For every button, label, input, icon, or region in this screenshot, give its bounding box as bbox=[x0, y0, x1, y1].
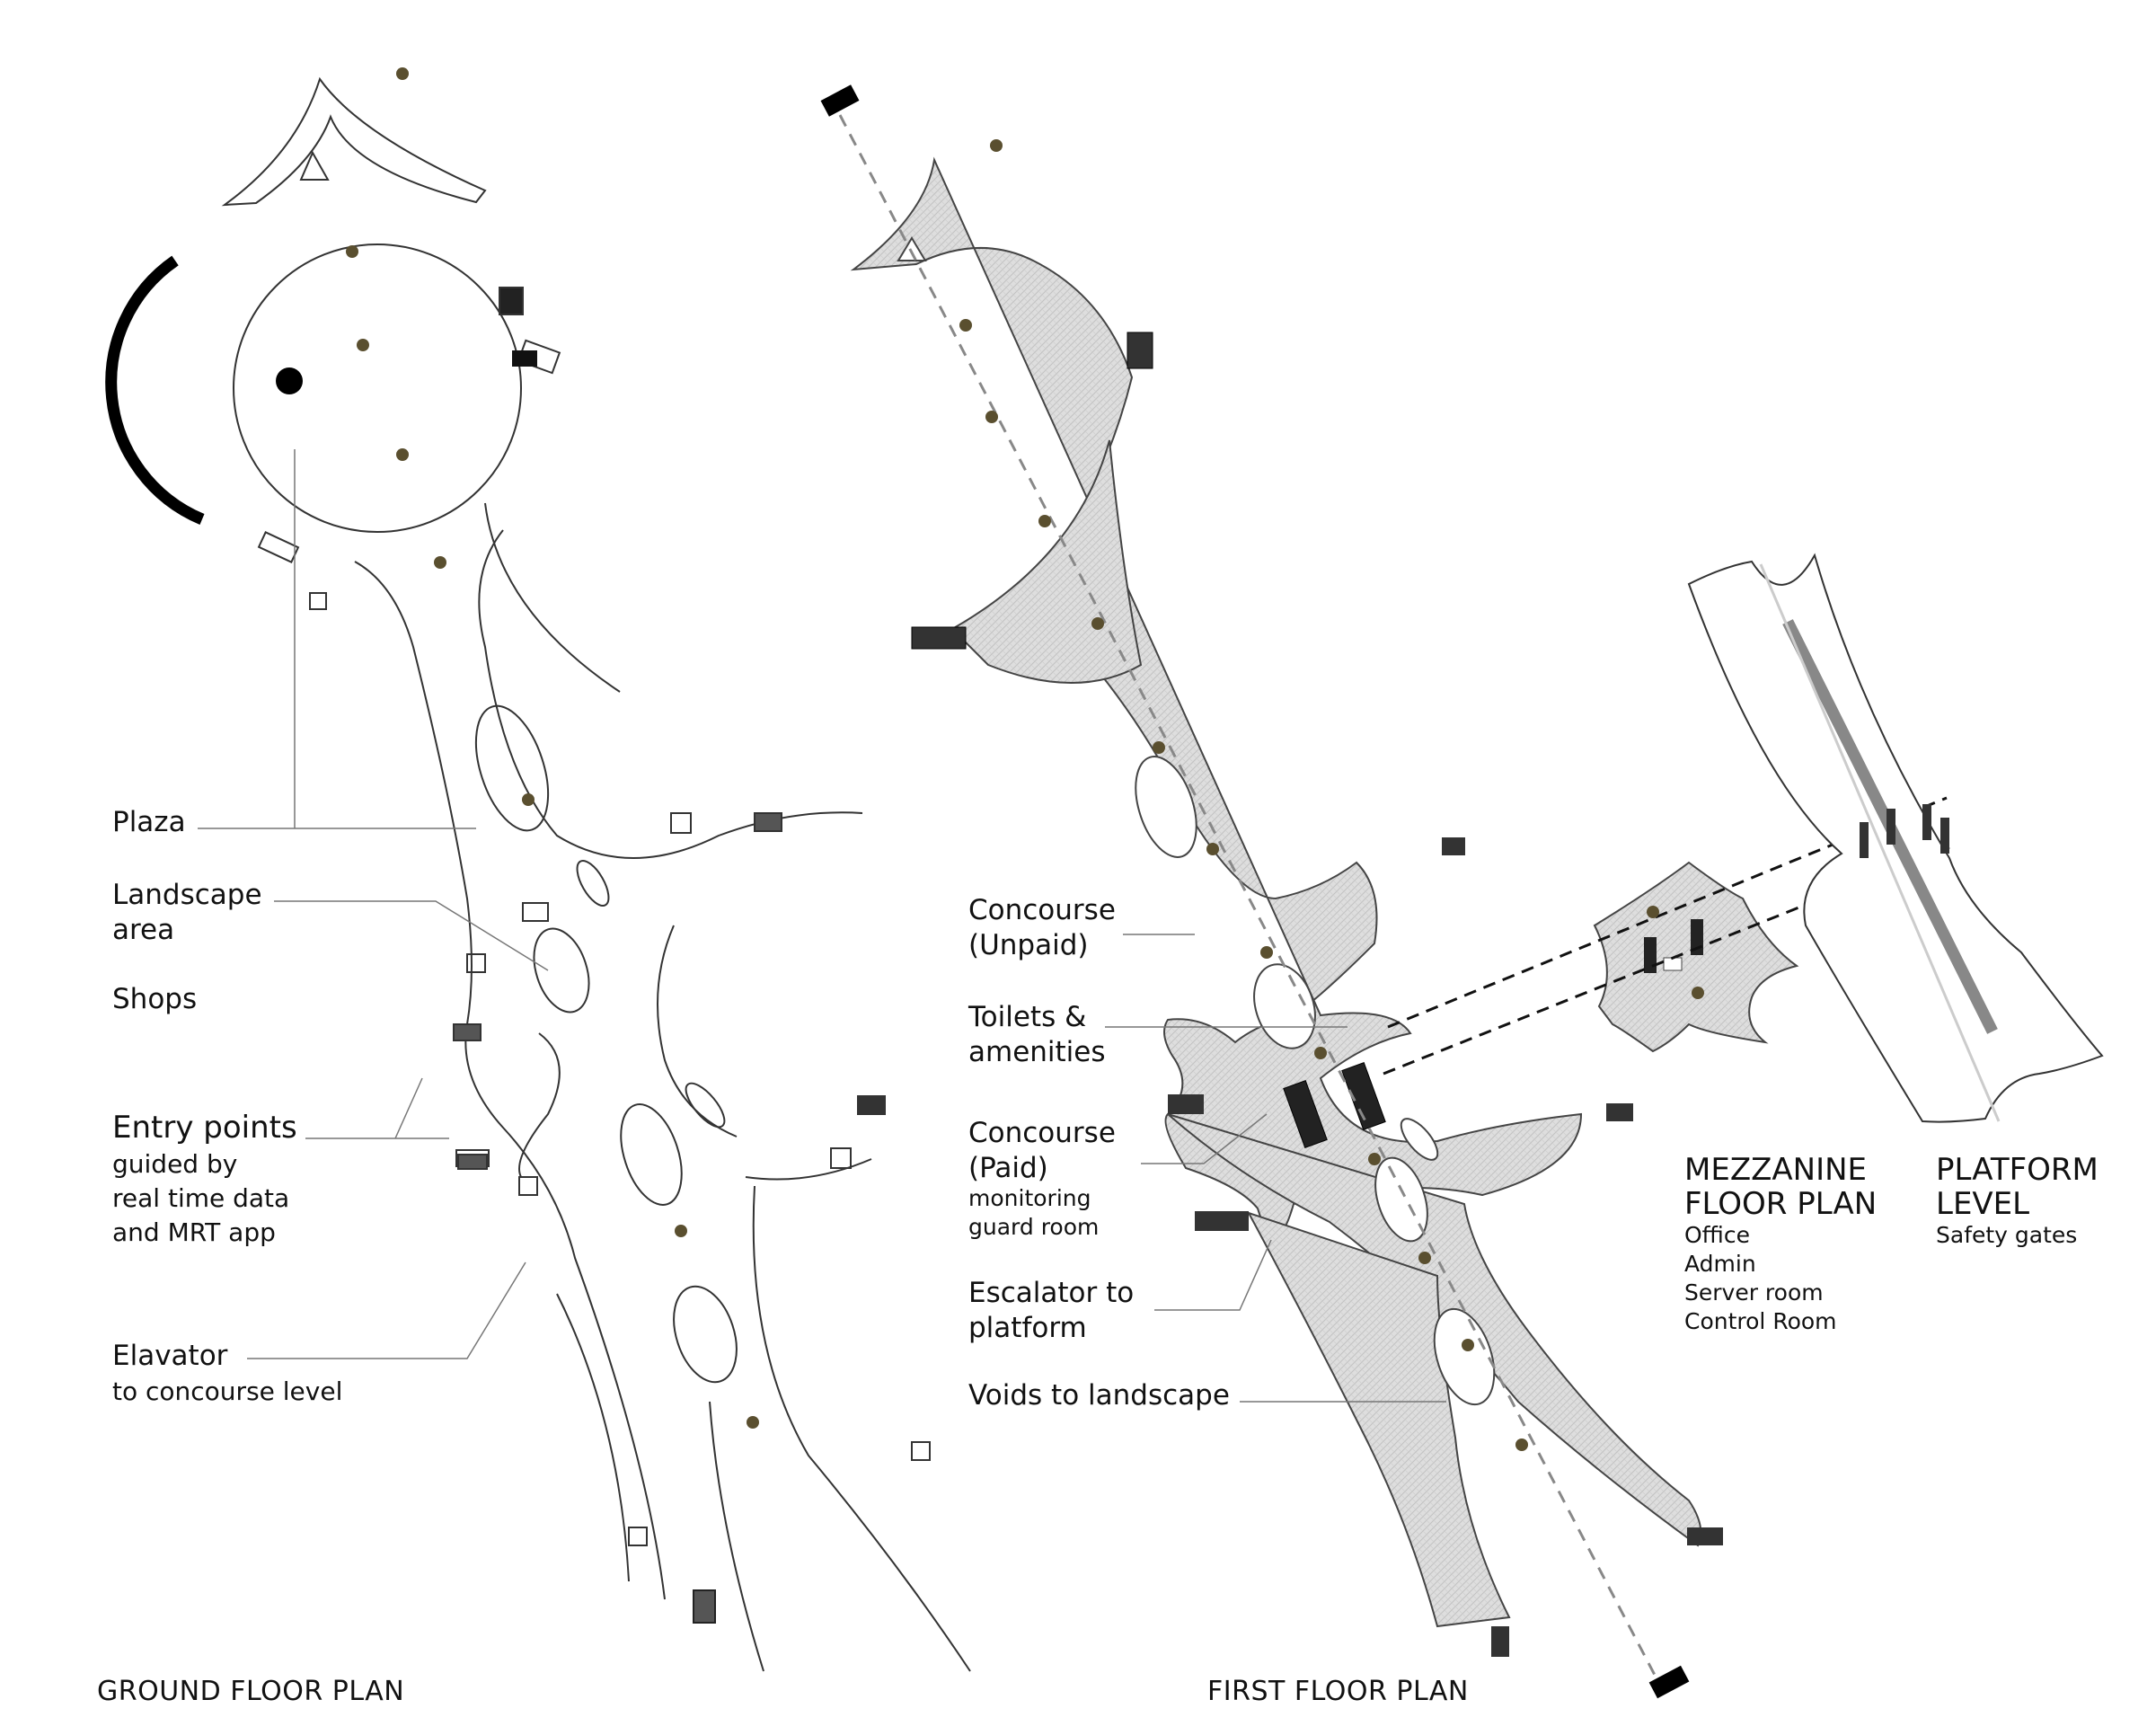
mezzanine-item-server-room: Server room bbox=[1684, 1279, 1824, 1306]
leader-concourse-paid bbox=[1141, 1113, 1268, 1164]
first-floor-title: FIRST FLOOR PLAN bbox=[1207, 1676, 1469, 1707]
column-marker bbox=[1038, 515, 1051, 527]
mezzanine-title-2: FLOOR PLAN bbox=[1684, 1186, 1878, 1222]
ground-floor-title: GROUND FLOOR PLAN bbox=[97, 1676, 405, 1707]
column-marker bbox=[434, 556, 446, 569]
ff-void-4 bbox=[1433, 1307, 1496, 1406]
ff-void-3 bbox=[1374, 1156, 1428, 1243]
first-floor-plan bbox=[820, 84, 1723, 1699]
gf-landscape-4 bbox=[673, 1285, 738, 1384]
column-marker bbox=[1692, 987, 1704, 999]
label-entry-desc-1: guided by bbox=[112, 1149, 238, 1179]
gf-landscape-1 bbox=[474, 704, 550, 832]
plaza-center-dot bbox=[276, 367, 303, 394]
ff-void-1 bbox=[1135, 756, 1197, 858]
plaza-circle bbox=[233, 243, 522, 533]
label-shops: Shops bbox=[112, 983, 198, 1015]
platform-level-plan bbox=[1687, 553, 2104, 1123]
ff-escalator-1 bbox=[1283, 1080, 1328, 1148]
column-marker bbox=[357, 339, 369, 351]
column-marker bbox=[1462, 1339, 1474, 1351]
mezzanine-item-control-room: Control Room bbox=[1684, 1308, 1837, 1334]
column-marker bbox=[522, 793, 535, 806]
column-marker bbox=[1418, 1252, 1431, 1264]
platform-title-1: PLATFORM bbox=[1936, 1152, 2099, 1188]
column-marker bbox=[747, 1416, 759, 1429]
label-entry-desc-2: real time data bbox=[112, 1183, 290, 1213]
mezzanine-slab bbox=[1593, 861, 1799, 1053]
gf-trunk-left bbox=[354, 561, 666, 1600]
label-concourse-paid-desc-1: monitoring bbox=[968, 1185, 1091, 1211]
leader-escalator bbox=[1154, 1239, 1272, 1311]
label-elevator: Elavator bbox=[112, 1340, 228, 1372]
column-marker bbox=[396, 448, 409, 461]
label-toilets-1: Toilets & bbox=[968, 1001, 1087, 1033]
label-concourse-unpaid-2: (Unpaid) bbox=[968, 929, 1089, 961]
mezzanine-title-1: MEZZANINE bbox=[1684, 1152, 1868, 1188]
label-landscape-line1: Landscape bbox=[112, 879, 262, 911]
plaza-black-arc bbox=[105, 255, 205, 525]
column-marker bbox=[396, 67, 409, 80]
column-marker bbox=[1091, 617, 1104, 630]
column-marker bbox=[1515, 1438, 1528, 1451]
column-marker bbox=[1647, 906, 1659, 918]
label-entry-points: Entry points bbox=[112, 1110, 297, 1146]
label-voids: Voids to landscape bbox=[968, 1379, 1230, 1412]
label-elevator-desc: to concourse level bbox=[112, 1376, 343, 1406]
leader-entry bbox=[305, 1077, 449, 1139]
mezzanine-item-admin: Admin bbox=[1684, 1251, 1756, 1277]
gf-landscape-2 bbox=[533, 927, 590, 1014]
gf-trunk-right bbox=[478, 529, 863, 859]
label-concourse-paid-desc-2: guard room bbox=[968, 1214, 1100, 1240]
platform-title-2: LEVEL bbox=[1936, 1186, 2030, 1222]
column-marker bbox=[985, 411, 998, 423]
column-marker bbox=[1206, 843, 1219, 855]
column-marker bbox=[1260, 946, 1273, 959]
column-marker bbox=[959, 319, 972, 332]
column-marker bbox=[1153, 741, 1165, 754]
label-landscape-line2: area bbox=[112, 914, 175, 946]
column-marker bbox=[990, 139, 1003, 152]
label-plaza: Plaza bbox=[112, 806, 186, 838]
label-escalator-2: platform bbox=[968, 1312, 1087, 1344]
column-marker bbox=[675, 1225, 687, 1237]
column-markers bbox=[346, 67, 1704, 1451]
ff-escalator-2 bbox=[1341, 1062, 1386, 1130]
platform-desc: Safety gates bbox=[1936, 1222, 2078, 1248]
label-entry-desc-3: and MRT app bbox=[112, 1217, 276, 1247]
column-marker bbox=[346, 245, 358, 258]
leader-landscape bbox=[274, 900, 549, 971]
gf-top-node bbox=[221, 76, 487, 207]
leader-lines bbox=[198, 449, 1446, 1403]
column-marker bbox=[1314, 1047, 1327, 1059]
label-concourse-paid-1: Concourse bbox=[968, 1117, 1116, 1149]
column-marker bbox=[1368, 1153, 1381, 1165]
label-escalator-1: Escalator to bbox=[968, 1277, 1135, 1309]
gf-landscape-3 bbox=[620, 1103, 683, 1206]
label-toilets-2: amenities bbox=[968, 1036, 1106, 1068]
ground-floor-plan bbox=[105, 76, 971, 1672]
label-concourse-unpaid-1: Concourse bbox=[968, 894, 1116, 926]
leader-plaza bbox=[198, 449, 476, 829]
mezzanine-item-office: Office bbox=[1684, 1222, 1750, 1248]
ff-axis-line bbox=[838, 114, 1659, 1681]
leader-elevator bbox=[247, 1261, 526, 1359]
label-concourse-paid-2: (Paid) bbox=[968, 1152, 1048, 1184]
